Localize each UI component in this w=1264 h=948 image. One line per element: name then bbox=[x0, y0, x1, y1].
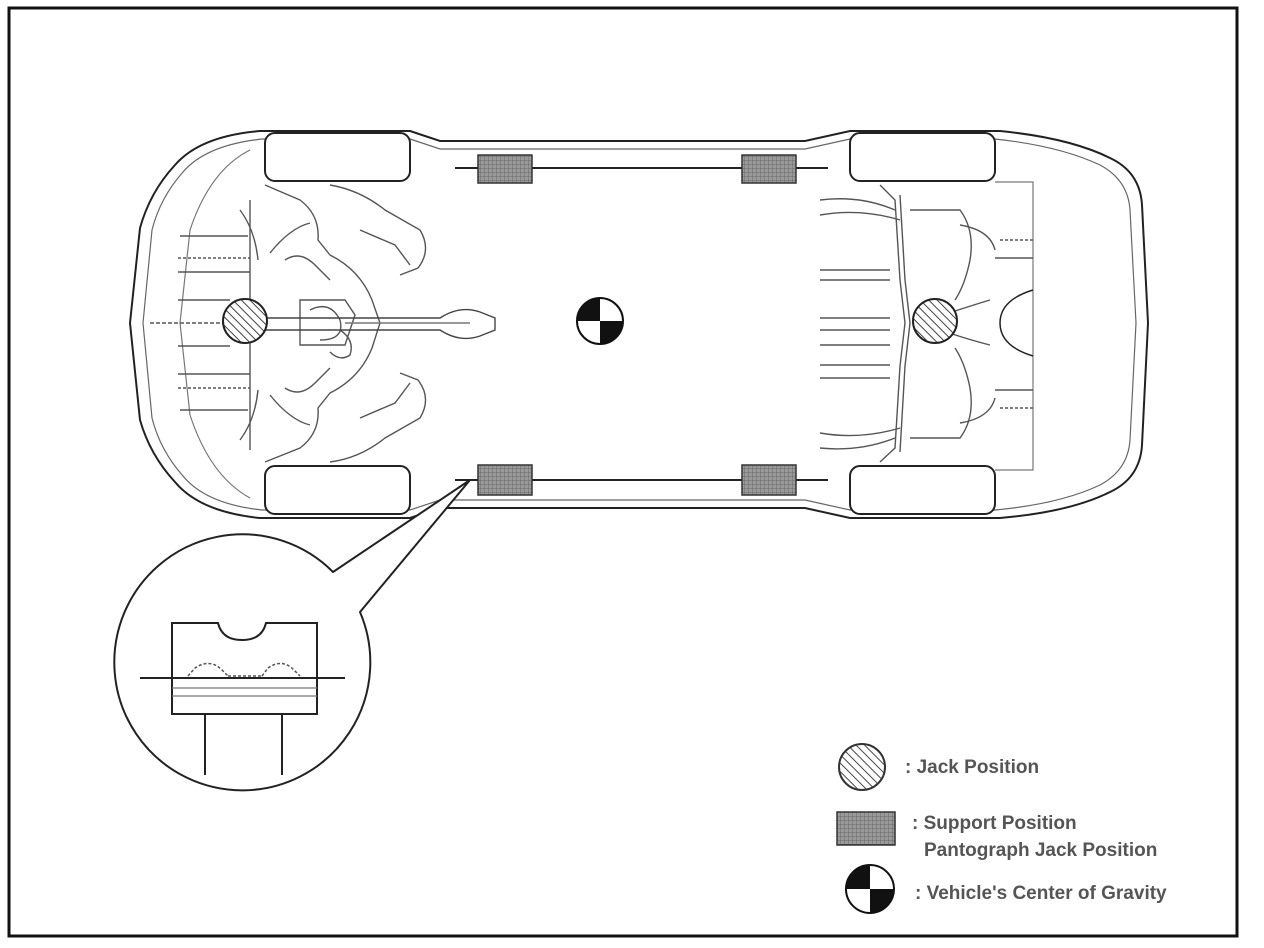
wheel-rear-bottom bbox=[849, 465, 996, 515]
front-mechanicals bbox=[150, 184, 496, 463]
support-position-front-top bbox=[477, 154, 533, 184]
jack-position-front bbox=[222, 298, 268, 344]
wheel-rear-top bbox=[849, 132, 996, 182]
legend-pantograph-label: Pantograph Jack Position bbox=[924, 840, 1157, 861]
legend: : Jack Position : Support Position Panto… bbox=[836, 743, 1167, 914]
wheels bbox=[264, 132, 996, 515]
jack-position-rear bbox=[912, 298, 958, 344]
jack-position-icon bbox=[838, 743, 886, 791]
center-of-gravity-marker bbox=[576, 297, 624, 345]
support-position-icon bbox=[836, 811, 896, 846]
car-underbody bbox=[128, 130, 1150, 519]
wheel-front-top bbox=[264, 132, 411, 182]
legend-support-label: : Support Position bbox=[912, 813, 1077, 834]
magnified-callout bbox=[113, 479, 471, 792]
center-of-gravity-icon bbox=[845, 864, 895, 914]
support-positions bbox=[477, 154, 797, 496]
legend-jack-label: : Jack Position bbox=[905, 757, 1039, 778]
rear-mechanicals bbox=[819, 184, 1033, 463]
wheel-front-bottom bbox=[264, 465, 411, 515]
legend-gravity-label: : Vehicle's Center of Gravity bbox=[915, 883, 1167, 904]
support-position-front-bottom bbox=[477, 464, 533, 496]
diagram-frame bbox=[7, 6, 1239, 938]
support-position-rear-top bbox=[741, 154, 797, 184]
side-rails bbox=[455, 167, 828, 481]
support-position-rear-bottom bbox=[741, 464, 797, 496]
